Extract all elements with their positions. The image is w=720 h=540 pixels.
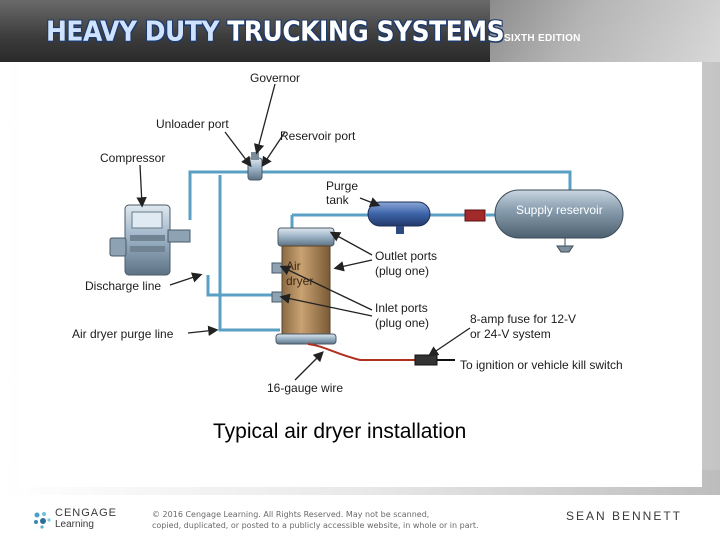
fuse-inline [464, 209, 495, 222]
label-fuse-1: 8-amp fuse for 12-V [470, 312, 576, 326]
banner-header-band [0, 0, 720, 62]
line-discharge-to-dryer [206, 275, 280, 297]
label-governor: Governor [250, 71, 300, 85]
air-dryer-diagram: Air dryer Supply reservoir [70, 70, 648, 398]
cengage-logo-icon [34, 512, 51, 529]
label-air-dryer-purge-line: Air dryer purge line [72, 327, 174, 341]
label-compressor: Compressor [100, 151, 165, 165]
label-reservoir-port: Reservoir port [280, 129, 356, 143]
banner-sky [490, 0, 720, 62]
diagram-labels: Governor Unloader port Reservoir port Co… [72, 71, 623, 395]
banner-title-part2: TRUCKING SYSTEMS [227, 15, 505, 48]
label-inlet-ports-2: (plug one) [375, 316, 429, 330]
wire-to-ignition [307, 343, 455, 366]
label-inlet-ports-1: Inlet ports [375, 301, 428, 315]
label-fuse-2: or 24-V system [470, 327, 551, 341]
label-discharge-line: Discharge line [85, 279, 161, 293]
banner-title-part1: HEAVY DUTY [46, 15, 228, 48]
air-dryer-label-2: dryer [286, 274, 313, 288]
banner-title: HEAVY DUTY TRUCKING SYSTEMS [46, 15, 505, 50]
label-outlet-ports-1: Outlet ports [375, 249, 437, 263]
label-outlet-ports-2: (plug one) [375, 264, 429, 278]
brand-sub: Learning [55, 519, 94, 530]
supply-reservoir-label: Supply reservoir [516, 203, 603, 217]
copyright-line-2: copied, duplicated, or posted to a publi… [152, 521, 479, 530]
purge-tank [367, 201, 431, 234]
copyright-notice: © 2016 Cengage Learning. All Rights Rese… [152, 509, 522, 531]
cengage-logo-text: CENGAGE Learning [55, 507, 117, 531]
air-dryer: Air dryer [271, 227, 337, 345]
governor [247, 152, 263, 181]
banner-edition: SIXTH EDITION [504, 33, 581, 44]
brand-name: CENGAGE [55, 507, 118, 519]
compressor [109, 204, 191, 276]
footer [0, 495, 720, 540]
diagram-svg: Air dryer Supply reservoir [72, 71, 624, 395]
line-dryer-purge-line [218, 175, 280, 332]
diagram-caption: Typical air dryer installation [213, 420, 467, 443]
label-wire: 16-gauge wire [267, 381, 343, 395]
label-purge-tank-1: Purge [326, 179, 358, 193]
label-purge-tank-2: tank [326, 193, 350, 207]
label-unloader-port: Unloader port [156, 117, 229, 131]
label-ignition: To ignition or vehicle kill switch [460, 358, 623, 372]
supply-reservoir: Supply reservoir [494, 189, 624, 253]
copyright-line-1: © 2016 Cengage Learning. All Rights Rese… [152, 510, 430, 519]
air-dryer-label-1: Air [286, 259, 301, 273]
author-name: SEAN BENNETT [566, 509, 683, 523]
line-governor-to-reservoir [188, 170, 572, 192]
callout-arrows [136, 83, 471, 381]
